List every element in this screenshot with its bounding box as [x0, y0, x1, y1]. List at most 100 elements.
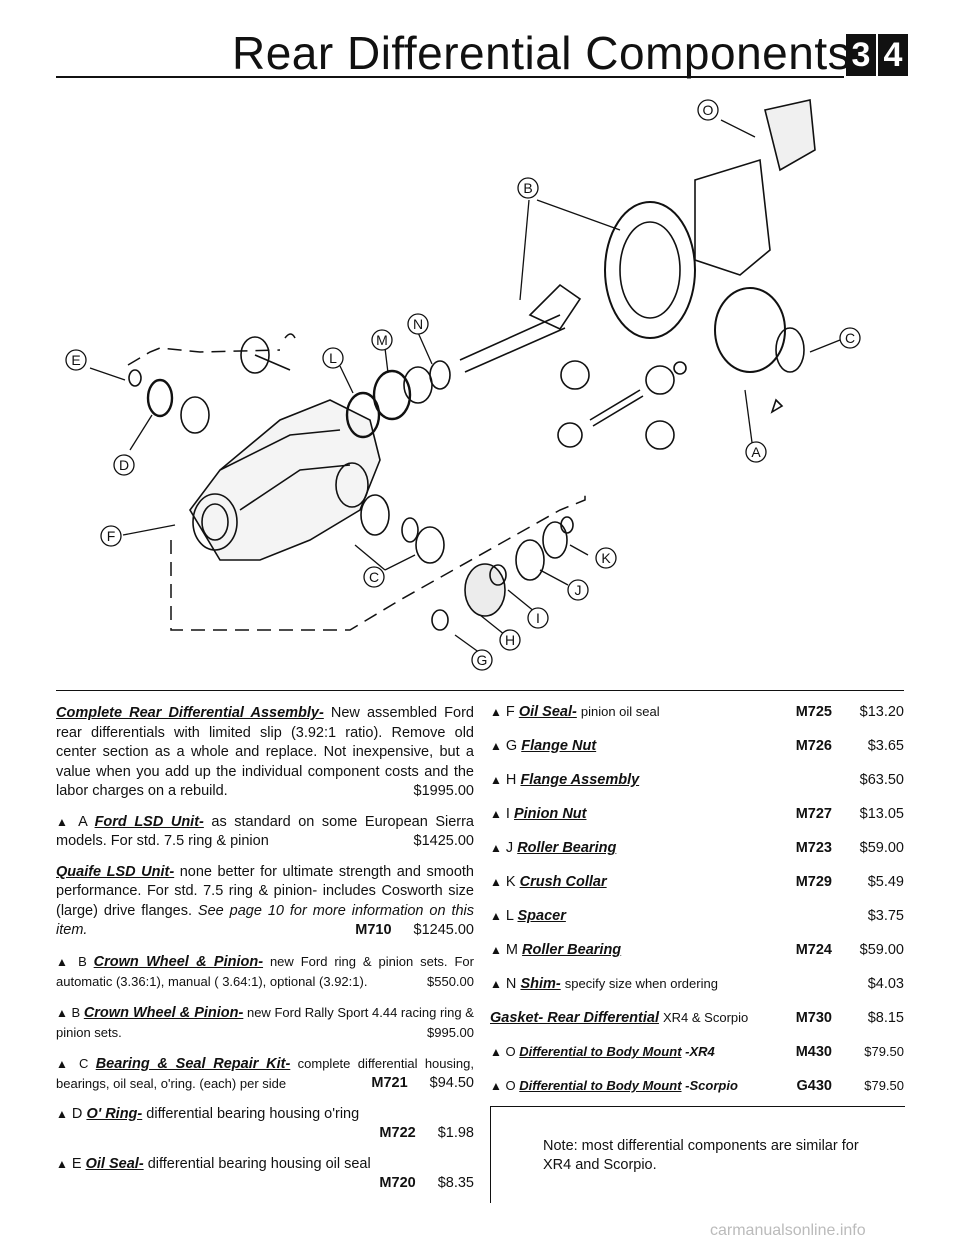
triangle-icon: ▲: [490, 1045, 502, 1059]
part-number: M710: [355, 922, 392, 938]
item-price: $63.50: [859, 772, 904, 788]
entry-crown-wheel-standard: ▲ B Crown Wheel & Pinion- new Ford ring …: [56, 952, 474, 992]
item-name: Differential to Body Mount: [519, 1044, 682, 1059]
part-number: M727: [795, 806, 832, 822]
item-letter: M: [505, 942, 519, 958]
callout-i: I: [536, 610, 540, 626]
part-number: G430: [796, 1078, 832, 1094]
item-name: Quaife LSD Unit-: [56, 863, 175, 880]
entry-oil-seal-housing: ▲ E Oil Seal- differential bearing housi…: [56, 1155, 474, 1194]
triangle-icon: ▲: [490, 1079, 502, 1093]
entry-complete-assembly: Complete Rear Differential Assembly- New…: [56, 704, 474, 802]
item-name: Complete Rear Differential Assembly-: [56, 705, 324, 721]
triangle-icon: ▲: [490, 977, 502, 991]
list-item: Gasket- Rear Differential XR4 & Scorpio …: [490, 1006, 904, 1040]
triangle-icon: ▲: [490, 739, 502, 753]
item-price: $1245.00: [413, 922, 474, 938]
item-desc: XR4 & Scorpio: [663, 1010, 749, 1025]
callout-m: M: [376, 332, 388, 348]
callout-g: G: [477, 652, 488, 668]
item-text: complete differential housing, bearings,…: [56, 1055, 474, 1092]
item-price: $8.15: [867, 1010, 904, 1026]
item-desc: -XR4: [685, 1044, 715, 1059]
entry-quaife-lsd: Quaife LSD Unit- none better for ultimat…: [56, 863, 474, 941]
callout-k: K: [601, 550, 611, 566]
callout-e: E: [71, 352, 80, 368]
list-item: ▲ M Roller Bearing M724 $59.00: [490, 938, 904, 972]
triangle-icon: ▲: [490, 841, 502, 855]
item-letter: J: [505, 840, 514, 856]
triangle-icon: ▲: [56, 1156, 68, 1171]
item-note: See page 10 for more information on this…: [56, 902, 475, 939]
item-letter: K: [505, 874, 516, 890]
left-column: Complete Rear Differential Assembly- New…: [56, 704, 474, 1205]
entry-crown-wheel-rally: ▲ B Crown Wheel & Pinion- new Ford Rally…: [56, 1003, 474, 1043]
item-letter: D: [71, 1105, 83, 1122]
item-price: $59.00: [859, 942, 904, 958]
item-text: differential bearing housing oil seal: [147, 1155, 371, 1172]
part-number: M724: [795, 942, 832, 958]
triangle-icon: ▲: [56, 1005, 68, 1020]
callout-n: N: [413, 316, 423, 332]
item-text: new Ford Rally Sport 4.44 racing ring & …: [56, 1004, 474, 1041]
item-name: Crown Wheel & Pinion-: [93, 953, 264, 970]
item-price: $13.20: [859, 704, 904, 720]
triangle-icon: ▲: [56, 1106, 68, 1121]
item-letter: B: [78, 953, 87, 969]
callout-c-lower: C: [369, 569, 379, 585]
item-name: Crush Collar: [519, 874, 607, 890]
item-letter: G: [505, 738, 518, 754]
part-number: M430: [795, 1044, 832, 1060]
list-item: ▲ I Pinion Nut M727 $13.05: [490, 802, 904, 836]
item-price: $59.00: [859, 840, 904, 856]
callout-f: F: [107, 528, 116, 544]
item-desc: -Scorpio: [685, 1078, 738, 1093]
page-title: Rear Differential Components: [232, 27, 852, 79]
part-number: M723: [795, 840, 832, 856]
right-column: ▲ F Oil Seal- pinion oil seal M725 $13.2…: [490, 700, 904, 1108]
item-letter: C: [78, 1055, 89, 1071]
item-letter: B: [71, 1004, 81, 1020]
triangle-icon: ▲: [490, 705, 502, 719]
item-price: $1.98: [437, 1125, 474, 1141]
item-name: Roller Bearing: [517, 840, 617, 856]
triangle-icon: ▲: [56, 814, 72, 829]
item-text: as standard on some European Sierra mode…: [56, 813, 474, 850]
part-number: M725: [795, 704, 832, 720]
item-name: Oil Seal-: [518, 704, 577, 720]
callout-a: A: [751, 444, 761, 460]
watermark: carmanualsonline.info: [710, 1222, 866, 1239]
item-name: Pinion Nut: [513, 806, 587, 822]
item-name: Bearing & Seal Repair Kit-: [95, 1055, 291, 1072]
list-item: ▲ G Flange Nut M726 $3.65: [490, 734, 904, 768]
item-text: differential bearing housing o'ring: [146, 1105, 360, 1122]
item-name: Shim-: [520, 976, 561, 992]
item-name: Oil Seal-: [85, 1155, 144, 1172]
triangle-icon: ▲: [490, 909, 502, 923]
item-price: $3.65: [867, 738, 904, 754]
note-box: Note: most differential components are s…: [490, 1106, 905, 1203]
item-price: $8.35: [437, 1175, 474, 1191]
item-letter: F: [505, 704, 515, 720]
entry-ford-lsd: ▲ A Ford LSD Unit- as standard on some E…: [56, 813, 474, 852]
item-price: $79.50: [864, 1078, 904, 1093]
item-name: Spacer: [517, 908, 566, 924]
item-price: $79.50: [864, 1044, 904, 1059]
callout-o: O: [703, 102, 714, 118]
item-text: New assembled Ford rear differentials wi…: [56, 705, 474, 799]
chapter-digit-2: 4: [878, 34, 908, 76]
item-desc: specify size when ordering: [564, 976, 718, 991]
item-name: Differential to Body Mount: [519, 1078, 682, 1093]
entry-o-ring: ▲ D O' Ring- differential bearing housin…: [56, 1105, 474, 1144]
item-name: Gasket- Rear Differential: [490, 1010, 659, 1026]
item-text: none better for ultimate strength and sm…: [56, 863, 475, 919]
part-number: M722: [379, 1125, 416, 1141]
item-letter: O: [505, 1044, 516, 1059]
chapter-digit-1: 3: [846, 34, 876, 76]
item-price: $1425.00: [413, 833, 474, 849]
item-letter: H: [505, 772, 517, 788]
callout-h: H: [505, 632, 515, 648]
item-letter: I: [505, 806, 510, 822]
callout-b: B: [523, 180, 532, 196]
callout-d: D: [119, 457, 129, 473]
